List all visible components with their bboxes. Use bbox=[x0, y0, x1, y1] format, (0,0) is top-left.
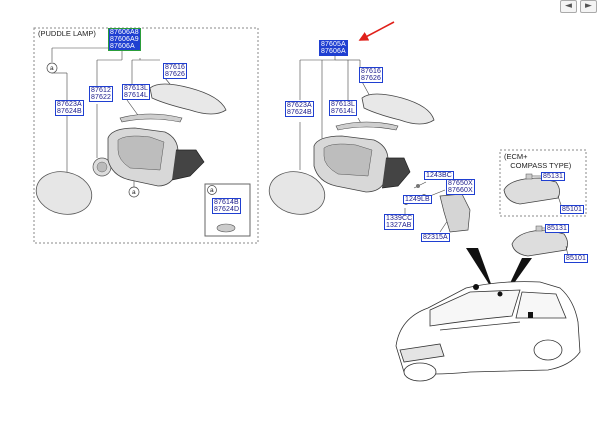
part-code-82315a[interactable]: 82315A bbox=[421, 233, 450, 242]
part-code-cover[interactable]: 87650X 87660X bbox=[446, 179, 475, 195]
ecm-title: (ECM+ COMPASS TYPE) bbox=[504, 152, 572, 170]
part-code-87605a[interactable]: 87605A 87606A bbox=[319, 40, 348, 56]
part-code-85101-a[interactable]: 85101 bbox=[560, 205, 584, 214]
marker-a2-label: a bbox=[132, 189, 136, 196]
part-code-grommet[interactable]: 1339CC 1327AB bbox=[384, 214, 415, 230]
inset-frame bbox=[204, 183, 251, 237]
puddle-lamp-panel-frame bbox=[33, 27, 259, 244]
part-code-cap-right[interactable]: 87616 87626 bbox=[359, 67, 383, 83]
part-code-87606a[interactable]: 87606A8 87606A9 87606A bbox=[108, 28, 141, 51]
part-code-1243bc[interactable]: 1243BC bbox=[424, 171, 454, 180]
inset-marker-label: a bbox=[210, 187, 214, 194]
part-code-85131-a[interactable]: 85131 bbox=[541, 172, 565, 181]
puddle-lamp-title: (PUDDLE LAMP) bbox=[38, 29, 96, 38]
part-code-glass-holder[interactable]: 87612 87622 bbox=[89, 86, 113, 102]
part-code-glass-right[interactable]: 87623A 87624B bbox=[285, 101, 314, 117]
part-code-lamp-right[interactable]: 87613L 87614L bbox=[329, 100, 357, 116]
part-code-85101-b[interactable]: 85101 bbox=[564, 254, 588, 263]
part-code-85131-b[interactable]: 85131 bbox=[545, 224, 569, 233]
next-arrow-icon[interactable]: ► bbox=[580, 0, 597, 13]
part-code-glass-left[interactable]: 87623A 87624B bbox=[55, 100, 84, 116]
prev-arrow-icon[interactable]: ◄ bbox=[560, 0, 577, 13]
marker-a-label: a bbox=[50, 65, 54, 72]
part-code-1249lb[interactable]: 1249LB bbox=[403, 195, 432, 204]
part-code-inset[interactable]: 87614B 87624D bbox=[212, 198, 242, 214]
part-code-lamp-left[interactable]: 87613L 87614L bbox=[122, 84, 150, 100]
part-code-cap-left[interactable]: 87616 87626 bbox=[163, 63, 187, 79]
